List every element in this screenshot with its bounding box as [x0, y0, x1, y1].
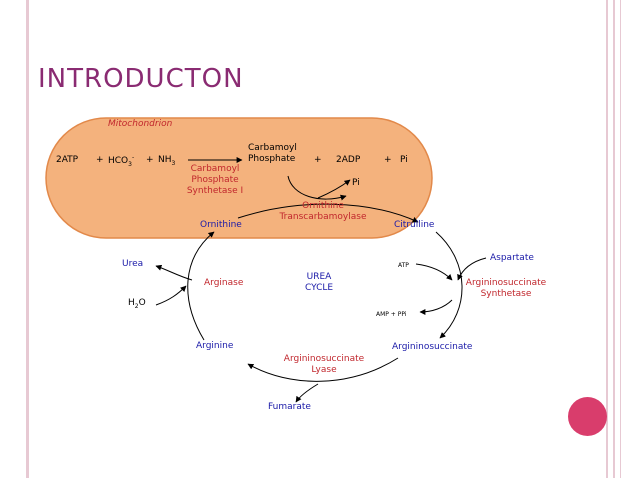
plus-sign: +	[384, 155, 392, 165]
cps1-enzyme-label: Carbamoyl Phosphate Synthetase I	[186, 164, 244, 196]
slide-border-right	[613, 0, 615, 478]
reactant-hco3: HCO3-	[108, 154, 135, 168]
fumarate-label: Fumarate	[268, 402, 311, 412]
atp-in-arrow	[415, 263, 453, 281]
decorative-circle	[568, 397, 607, 436]
slide-border-left	[26, 0, 29, 478]
arginase-label: Arginase	[204, 278, 244, 288]
amp-ppi-label: AMP + PPi	[376, 311, 407, 318]
argininosuccinate-label: Argininosuccinate	[392, 342, 473, 352]
pi-release-arrow	[317, 179, 351, 199]
arginase-arc	[187, 231, 215, 341]
carbamoyl-phosphate: Carbamoyl Phosphate	[248, 143, 297, 164]
reactant-nh3: NH3	[158, 155, 176, 167]
h2o-arrow	[155, 285, 187, 306]
mitochondrion-label: Mitochondrion	[108, 119, 173, 129]
citrulline-label: Citrulline	[394, 220, 435, 230]
plus-sign: +	[146, 155, 154, 165]
amp-out-arrow	[419, 299, 453, 315]
urea-arrow	[155, 264, 193, 281]
arginine-label: Arginine	[196, 341, 234, 351]
plus-sign: +	[96, 155, 104, 165]
citrulline-down-arrow	[435, 231, 463, 339]
ornithine-label: Ornithine	[200, 220, 242, 230]
ornithine-citrulline-arc	[237, 203, 419, 223]
atp-small-label: ATP	[398, 262, 409, 269]
urea-cycle-label: UREA CYCLE	[304, 272, 334, 293]
otc-arrow-in	[287, 175, 347, 201]
h2o-label: H2O	[128, 298, 146, 310]
product-adp: 2ADP	[336, 155, 361, 165]
slide-border-right	[620, 0, 621, 478]
aspartate-label: Aspartate	[490, 253, 534, 263]
product-pi: Pi	[400, 155, 408, 165]
aspartate-in-arrow	[457, 257, 487, 281]
as-synthetase-label: Argininosuccinate Synthetase	[465, 278, 547, 299]
slide-title: INTRODUCTON	[38, 64, 244, 94]
slide-border-right	[606, 0, 608, 478]
plus-sign: +	[314, 155, 322, 165]
mitochondrion-shape	[45, 117, 433, 239]
as-lyase-label: Argininosuccinate Lyase	[283, 354, 365, 375]
lyase-arc	[247, 357, 399, 382]
urea-label: Urea	[122, 259, 144, 269]
pi-release-label: Pi	[352, 178, 360, 188]
fumarate-arrow	[295, 383, 319, 403]
reactant-atp: 2ATP	[56, 155, 79, 165]
otc-enzyme-label: Ornithine Transcarbamoylase	[279, 201, 367, 222]
